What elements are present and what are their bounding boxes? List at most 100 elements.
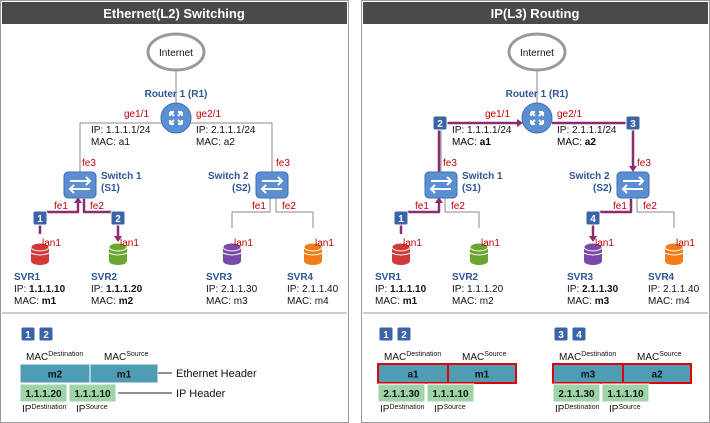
server-icon [108, 242, 128, 265]
router-icon [160, 102, 192, 134]
step-badge-bg [393, 210, 409, 226]
switch-arrow [623, 176, 645, 186]
arrow-head [74, 197, 82, 203]
switch-icon [424, 171, 458, 199]
router-arrow [530, 111, 536, 117]
server-name: SVR1 [14, 272, 41, 283]
ethernet-header-label: Ethernet Header [176, 368, 257, 380]
step-badge: 1 [393, 210, 409, 226]
server-top [222, 242, 242, 252]
server-icon [583, 242, 603, 265]
switch-body [616, 171, 650, 199]
mac-src-label-main: MAC [637, 352, 659, 363]
ip-dst-label: IPDestination [555, 404, 600, 415]
mac-value: m4 [676, 296, 690, 307]
ip-src-label-main: IP [609, 404, 619, 415]
step-badge-bg [378, 326, 394, 342]
ip-prefix: IP: [648, 284, 663, 295]
mac-prefix: MAC: [375, 296, 403, 307]
cloud-icon [507, 32, 567, 72]
server-base [304, 257, 322, 265]
switch-arrow [70, 176, 92, 186]
arrow-head [589, 236, 597, 242]
server-mac: MAC: m4 [287, 296, 329, 307]
link-r1-s2 [191, 122, 273, 172]
router-arrow [177, 111, 183, 117]
router-arrow [538, 111, 544, 117]
server-mac: MAC: m3 [206, 296, 248, 307]
mac-prefix: MAC: [567, 296, 595, 307]
switch2-label: (S2) [232, 183, 251, 194]
step-badge-bg [110, 210, 126, 226]
mac-value: a2 [585, 137, 597, 148]
server-icon [469, 242, 489, 265]
server-band [391, 252, 411, 256]
ip-value: 1.1.1.20 [467, 284, 504, 295]
server-name: SVR2 [452, 272, 479, 283]
mac-dst-cell: a1 [377, 363, 449, 384]
step-badge: 2 [110, 210, 126, 226]
ip-src-cell-bg [601, 383, 650, 403]
step-badge-bg [571, 326, 587, 342]
router-body [160, 102, 192, 134]
server-top [108, 242, 128, 252]
switch-arrow [68, 184, 90, 194]
server-lan: lan1 [234, 238, 253, 249]
server-ip: IP: 1.1.1.10 [14, 284, 66, 295]
server-base [109, 257, 127, 265]
switch-arrow [429, 184, 451, 194]
step-badge-label: 2 [401, 330, 407, 341]
switch1-label: (S1) [462, 183, 481, 194]
server-lan: lan1 [315, 238, 334, 249]
server-icon [391, 242, 411, 265]
switch1-label: Switch 1 [462, 171, 503, 182]
mac-prefix: MAC: [557, 137, 585, 148]
ip-dst-label-main: IP [22, 404, 32, 415]
server-lan: lan1 [403, 238, 422, 249]
ip-src-cell-text: 1.1.1.10 [432, 389, 469, 400]
title-bar [363, 2, 708, 24]
ip-dst-cell-bg [552, 383, 601, 403]
router-label: Router 1 (R1) [506, 89, 569, 100]
internet-cloud: Internet [507, 32, 567, 72]
server-name: SVR4 [287, 272, 314, 283]
router-mac-right: MAC: a2 [196, 137, 235, 148]
port-fe2: fe2 [451, 201, 465, 212]
router-mac-left: MAC: a1 [91, 137, 130, 148]
server-top [30, 242, 50, 252]
port-fe1: fe1 [252, 201, 266, 212]
switch-icon [255, 171, 289, 199]
server-name: SVR2 [91, 272, 118, 283]
server-lan: lan1 [595, 238, 614, 249]
cloud-icon [146, 32, 206, 72]
switch-body [424, 171, 458, 199]
step-badge-label: 2 [437, 119, 443, 130]
mac-dst-label-main: MAC [384, 352, 406, 363]
mac-prefix: MAC: [206, 296, 234, 307]
ip-src-label: IPSource [609, 404, 641, 415]
server-base [392, 257, 410, 265]
port-fe1: fe1 [415, 201, 429, 212]
ip-src-label-main: IP [434, 404, 444, 415]
ip-src-cell: 1.1.1.10 [426, 383, 475, 403]
port-fe1: fe1 [613, 201, 627, 212]
step-badge-label: 1 [383, 330, 389, 341]
step-badge-label: 2 [43, 330, 49, 341]
mac-value: m3 [234, 296, 248, 307]
switch-icon [616, 171, 650, 199]
server-lan: lan1 [481, 238, 500, 249]
mac-dst-label-main: MAC [559, 352, 581, 363]
switch-arrow [431, 176, 453, 186]
switch2-label: Switch 2 [569, 171, 610, 182]
mac-src-cell: m1 [447, 363, 517, 384]
ip-dst-label: IPDestination [22, 404, 67, 415]
server-band [583, 252, 603, 256]
mac-src-cell-text: m1 [475, 370, 490, 381]
server-base [31, 257, 49, 265]
port-fe3: fe3 [276, 158, 290, 169]
server-band [303, 252, 323, 256]
